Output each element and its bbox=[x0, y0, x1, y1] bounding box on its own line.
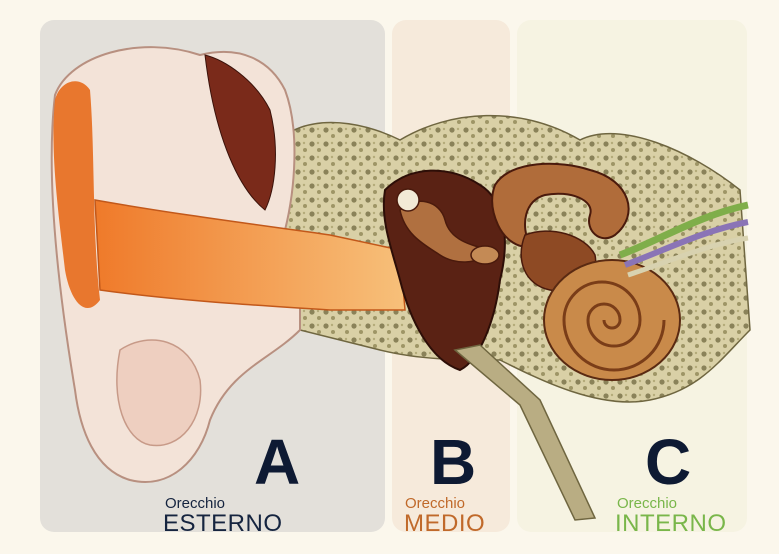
pinna-cartilage-lower bbox=[117, 340, 201, 446]
middle-ear-caption-line2: MEDIO bbox=[404, 512, 485, 536]
stapes bbox=[471, 246, 499, 264]
middle-ear-caption-line1: Orecchio bbox=[405, 496, 465, 511]
outer-ear-caption-line2: ESTERNO bbox=[163, 512, 283, 536]
section-letter-b: B bbox=[430, 430, 476, 494]
malleus-head bbox=[397, 189, 419, 211]
section-letter-a: A bbox=[254, 430, 300, 494]
cochlea bbox=[544, 260, 680, 380]
section-letter-c: C bbox=[645, 430, 691, 494]
outer-ear-caption-line1: Orecchio bbox=[165, 496, 225, 511]
inner-ear-caption-line1: Orecchio bbox=[617, 496, 677, 511]
inner-ear-caption-line2: INTERNO bbox=[615, 512, 727, 536]
